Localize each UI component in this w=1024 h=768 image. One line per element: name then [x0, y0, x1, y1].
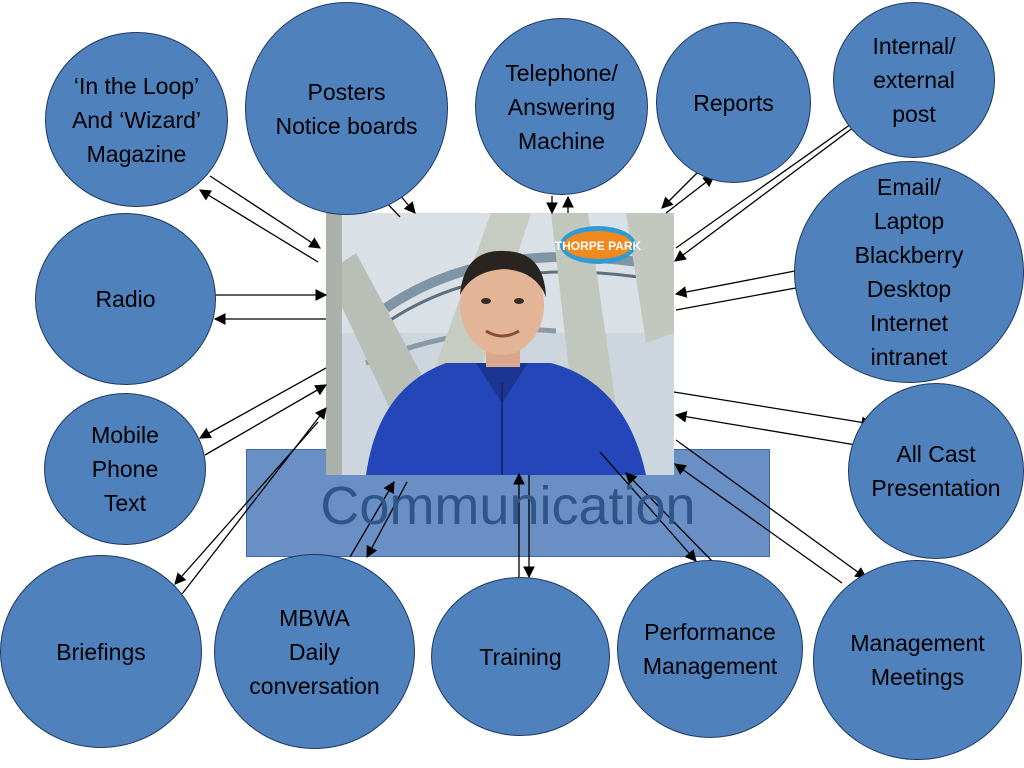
node-label: Telephone/ Answering Machine: [505, 59, 618, 154]
node-label: Briefings: [56, 638, 146, 665]
node-label: Radio: [95, 286, 156, 312]
node-mobile: Mobile Phone Text: [44, 393, 206, 545]
node-email: Email/ Laptop Blackberry Desktop Interne…: [794, 161, 1024, 383]
arrow-email-out: [675, 281, 814, 311]
arrow-all-cast-out: [673, 391, 874, 429]
node-post: Internal/ external post: [833, 2, 995, 158]
arrow-reports-out: [665, 175, 715, 214]
node-mbwa: MBWA Daily conversation: [214, 554, 415, 749]
node-label: Internal/ external post: [872, 33, 956, 127]
node-label: Management Meetings: [850, 630, 985, 690]
node-reports: Reports: [656, 22, 811, 183]
thorpe-park-logo: THORPE PARK: [555, 226, 642, 264]
node-posters: Posters Notice boards: [245, 2, 448, 215]
arrow-mobile-out: [198, 367, 327, 439]
node-label: Training: [479, 643, 562, 670]
node-training: Training: [431, 577, 610, 736]
arrow-reports-in: [661, 169, 701, 209]
node-briefings: Briefings: [0, 555, 202, 748]
central-photo: THORPE PARK: [326, 213, 674, 475]
node-radio: Radio: [35, 213, 216, 385]
node-label: Posters Notice boards: [275, 78, 418, 139]
svg-text:THORPE PARK: THORPE PARK: [555, 239, 642, 253]
arrow-all-cast-in: [674, 410, 863, 447]
node-label: Mobile Phone Text: [91, 422, 159, 516]
communication-title: Communication: [320, 476, 696, 536]
node-label: Performance Management: [642, 619, 778, 679]
node-label: MBWA Daily conversation: [249, 604, 380, 699]
node-label: Reports: [693, 89, 774, 116]
node-management: Management Meetings: [813, 560, 1022, 760]
node-performance: Performance Management: [617, 560, 803, 738]
node-label: All Cast Presentation: [871, 441, 1001, 501]
node-telephone: Telephone/ Answering Machine: [475, 18, 648, 195]
node-in-the-loop: ‘In the Loop’ And ‘Wizard’ Magazine: [45, 32, 228, 207]
node-label: ‘In the Loop’ And ‘Wizard’ Magazine: [71, 72, 202, 167]
node-label: Email/ Laptop Blackberry Desktop Interne…: [854, 174, 964, 370]
arrow-mobile-in: [204, 384, 328, 456]
arrow-email-in: [674, 269, 801, 298]
node-all-cast: All Cast Presentation: [848, 383, 1024, 559]
